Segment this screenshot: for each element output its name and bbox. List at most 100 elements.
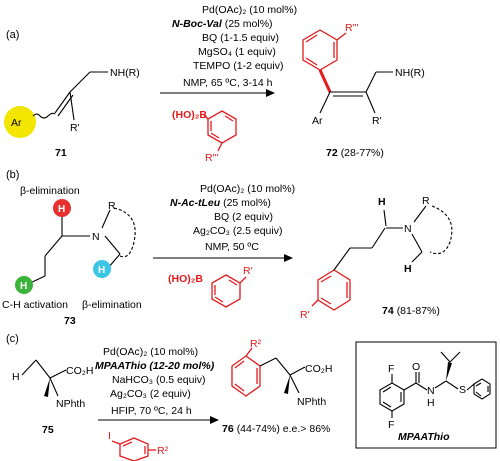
prod74-number: 74: [382, 305, 394, 317]
bond: [234, 383, 245, 392]
b-beta-elim-2: β-elimination: [82, 299, 142, 311]
bond: [101, 209, 111, 229]
prod74-h1: H: [378, 196, 386, 208]
ligand-phenyl-ring: [473, 378, 491, 400]
a-ligand-loading: (25 mol%): [222, 18, 273, 30]
prod76-yield: (44-74%) e.e.> 86%: [237, 423, 331, 435]
bond: [54, 91, 71, 114]
b-reagent-boron: (HO)₂B: [168, 273, 203, 285]
sm75-co2h: CO₂H: [66, 365, 93, 377]
lig-nh: H: [427, 397, 435, 409]
bond: [311, 299, 319, 307]
bond: [239, 276, 247, 284]
bond: [475, 382, 482, 387]
prod72-aryl-ring: [302, 29, 338, 71]
prod74-aryl-ring: [317, 269, 351, 311]
sm71-number: 71: [55, 147, 67, 159]
panel-c-label: (c): [6, 333, 19, 345]
a-boronic-acid: (HO)₂B R''': [172, 109, 237, 164]
bond: [305, 34, 318, 43]
bond: [382, 401, 392, 408]
sm71-nh: NH(R): [110, 67, 140, 79]
c-reagent-ring: [119, 437, 149, 461]
bond: [234, 360, 245, 369]
arrow-b-head: [284, 254, 293, 262]
b-ligand: N-Ac-tLeu: [170, 197, 221, 209]
arrow-c-head: [210, 416, 219, 424]
bond: [122, 441, 133, 447]
bond: [411, 251, 423, 263]
bond: [69, 91, 75, 121]
bond: [289, 374, 300, 394]
a-cond-6: NMP, 65 ºC, 3-14 h: [183, 77, 273, 89]
a-cond-4: MgSO₄ (1 equiv): [198, 46, 276, 58]
bond: [382, 386, 392, 393]
bond: [475, 391, 482, 397]
bond: [214, 296, 224, 303]
bond: [21, 359, 37, 376]
bond: [217, 142, 223, 152]
prod76-nphth: NPhth: [297, 396, 326, 408]
b-ch-activation: C-H activation: [2, 299, 68, 311]
arrow-a-head: [266, 89, 275, 97]
b-n: N: [92, 231, 100, 243]
panel-a-label: (a): [6, 29, 19, 41]
bond: [104, 235, 121, 255]
panel-b: (b) β-elimination H H H N R C-H activati…: [2, 169, 453, 327]
bond: [245, 347, 253, 357]
prod74-h2: H: [404, 263, 412, 275]
bond: [203, 114, 209, 120]
prod74-label: 74(81-87%): [382, 305, 440, 317]
prod74-n: N: [404, 223, 412, 235]
c-reagent-i: I: [108, 430, 111, 442]
bond: [111, 440, 121, 445]
bond: [320, 275, 332, 283]
prod74-dashed-tether: [429, 205, 453, 255]
panel-c: (c) H CO₂H NPhth 75 Pd(OAc)₂ (10 mol%) M…: [6, 333, 497, 461]
wedge-bond: [284, 375, 290, 394]
c-reagent-r: R²: [157, 445, 169, 457]
bond: [413, 205, 427, 223]
c-cond-2: MPAAThio (12-20 mol%): [95, 360, 215, 372]
prod72-r3: R''': [345, 22, 359, 34]
prod72-label: 72(28-77%): [326, 147, 384, 159]
b-h-1: H: [58, 204, 65, 215]
c-cond-5: HFIP, 70 ºC, 24 h: [111, 405, 192, 417]
a-reagent-r: R''': [205, 152, 219, 164]
prod74-r: R: [422, 195, 430, 207]
c-cond-1: Pd(OAc)₂ (10 mol%): [103, 346, 198, 358]
b-cond-1: Pd(OAc)₂ (10 mol%): [200, 183, 295, 195]
bond: [333, 247, 351, 271]
bond: [320, 297, 332, 305]
sm71-r: R': [70, 122, 80, 134]
a-reagent-boron: (HO)₂B: [172, 109, 207, 121]
bond: [319, 91, 331, 114]
bond: [336, 32, 347, 41]
b-cond-5: NMP, 50 ºC: [205, 241, 259, 253]
bond: [275, 357, 291, 376]
compound-72: R''' NH(R) Ar R' 72(28-77%): [302, 22, 425, 159]
ligand-frame: [355, 341, 497, 449]
c-aryl-iodide: I R²: [108, 430, 169, 461]
compound-75: H CO₂H NPhth 75: [12, 359, 93, 436]
wedge-bond: [44, 378, 50, 397]
bond: [445, 380, 459, 390]
bond: [210, 132, 220, 139]
bond: [440, 351, 451, 363]
sm73-number: 73: [64, 315, 76, 327]
prod74-yield: (81-87%): [397, 305, 440, 317]
wavy-bond: [32, 112, 56, 119]
a-cond-5: TEMPO (1-2 equiv): [193, 60, 283, 72]
lig-o: O: [412, 361, 420, 373]
b-cond-4: Ag₂CO₃ (2.5 equiv): [193, 225, 282, 237]
lig-f1: F: [388, 363, 394, 375]
b-ligand-loading: (25 mol%): [220, 197, 271, 209]
panel-a: (a) Ar NH(R) R' 71 Pd(OAc)₂ (10 mol%) N-…: [4, 4, 425, 164]
prod76-co2h: CO₂H: [305, 363, 332, 375]
lig-name: MPAAThio: [398, 431, 450, 443]
b-beta-elim-1: β-elimination: [20, 185, 80, 197]
b-cond-2-line: N-Ac-tLeu (25 mol%): [170, 197, 271, 209]
prod72-number: 72: [326, 147, 338, 159]
lig-n: N: [427, 385, 435, 397]
